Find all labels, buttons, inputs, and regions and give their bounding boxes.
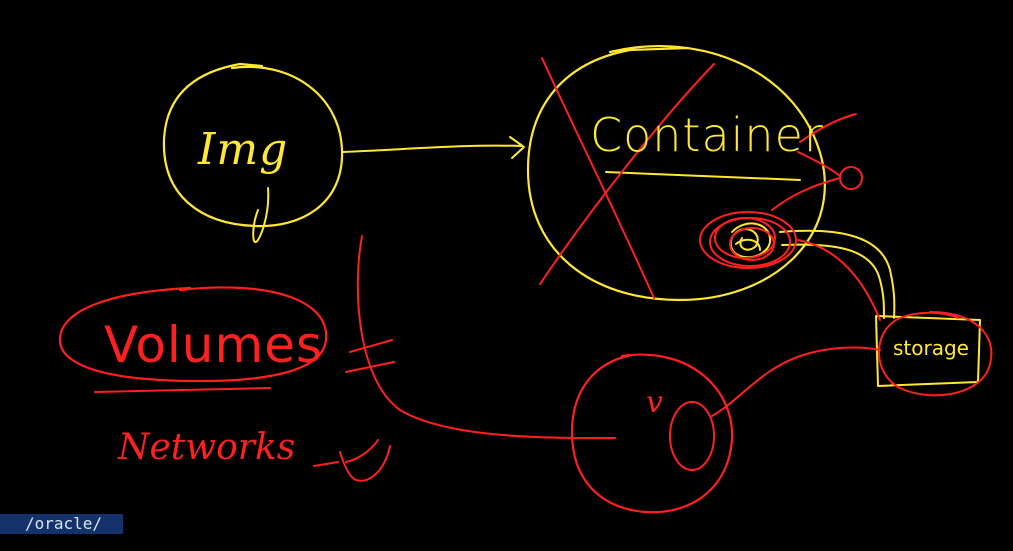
v-label: v <box>646 385 663 420</box>
v-circle <box>570 353 734 514</box>
img-circle <box>162 62 344 228</box>
red-ball-to-storage <box>797 239 881 321</box>
storage-red-circle <box>878 311 993 397</box>
networks-mark <box>313 439 391 482</box>
red-link-to-dot <box>771 177 841 211</box>
img-hook <box>252 187 270 243</box>
storage-label: storage <box>893 336 969 360</box>
arrow-head <box>509 136 525 159</box>
container-underline <box>605 171 801 181</box>
volumes-to-v-line <box>356 235 616 440</box>
container-cross-2 <box>539 63 715 285</box>
container-label: Container <box>590 108 824 162</box>
container-circle <box>526 45 826 302</box>
networks-label: Networks <box>118 427 296 468</box>
img-label: Img <box>198 124 289 175</box>
container-red-pointer <box>797 113 857 177</box>
red-ball-ring-4 <box>729 227 775 261</box>
img-to-container-arrow <box>341 144 523 153</box>
yellow-link-outer <box>779 229 896 319</box>
volumes-ellipse <box>58 286 328 383</box>
status-bar <box>0 514 123 534</box>
volumes-label: Volumes <box>104 316 324 374</box>
small-red-circle <box>839 166 863 190</box>
container-cross-1 <box>541 57 655 299</box>
v-to-storage-line <box>711 346 881 417</box>
v-inner-ellipse <box>669 401 715 471</box>
red-ball-ring-3 <box>714 217 776 259</box>
status-path: /oracle/ <box>25 514 103 533</box>
red-ball-ring-1 <box>699 211 797 269</box>
volumes-underline <box>94 387 271 393</box>
